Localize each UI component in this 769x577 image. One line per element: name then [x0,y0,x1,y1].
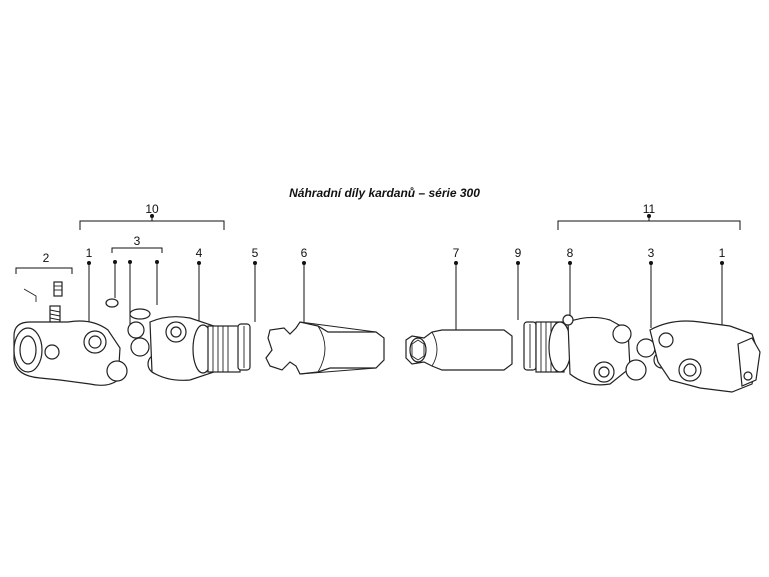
callout-1-left: 1 [86,246,93,260]
left-spring-pin [237,323,251,371]
callout-2: 2 [43,251,50,265]
callout-10: 10 [145,202,159,216]
bracket-2 [15,267,73,274]
callout-6: 6 [301,246,308,260]
left-inner-yoke [149,316,241,381]
bracket-3 [111,247,163,253]
callout-3-right: 3 [648,246,655,260]
leader-lines [87,260,724,330]
grease-nipple-assembly [23,281,63,323]
bracket-10 [79,214,225,230]
callout-11: 11 [643,202,656,216]
callout-5: 5 [252,246,259,260]
right-spring-pin [523,321,537,371]
callout-4: 4 [196,246,203,260]
callout-8: 8 [567,246,574,260]
right-inner-yoke [535,314,631,386]
diagram-title: Náhradní díly kardanů – série 300 [289,186,480,200]
inner-profile-tube [405,329,513,371]
left-tractor-yoke [13,320,121,386]
callout-1-right: 1 [719,246,726,260]
outer-profile-tube [265,321,385,375]
bracket-11 [557,214,741,230]
callout-9: 9 [515,246,522,260]
callout-3-left: 3 [134,234,141,248]
callout-7: 7 [453,246,460,260]
right-tractor-yoke [649,320,761,393]
